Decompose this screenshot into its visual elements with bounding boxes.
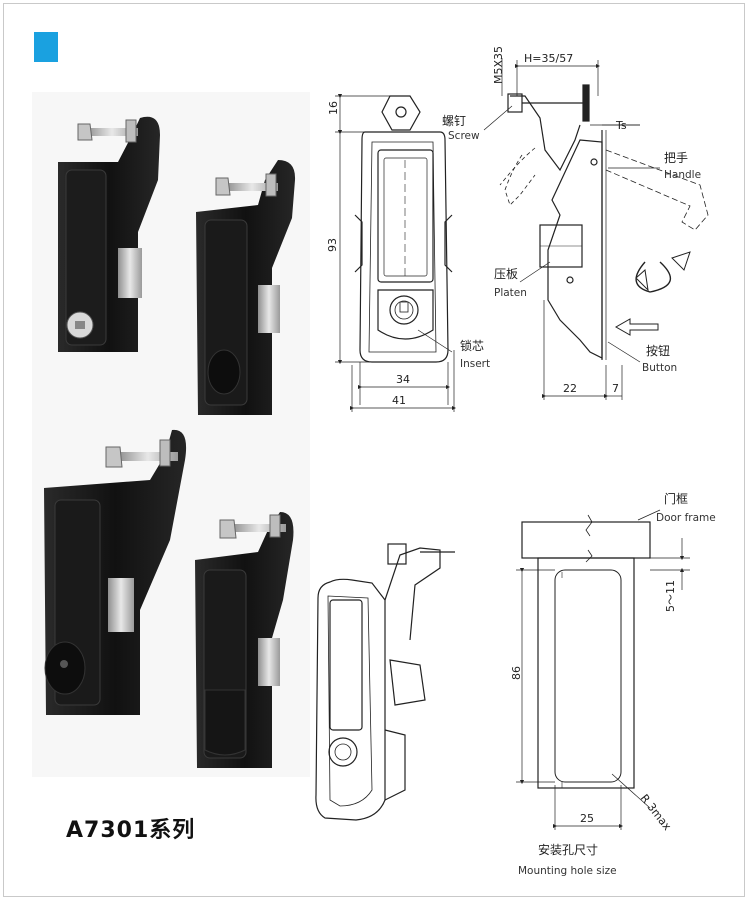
platen-label-en: Platen bbox=[494, 287, 527, 299]
button-label-en: Button bbox=[642, 362, 677, 374]
mounting-hole-dimensions bbox=[516, 509, 690, 830]
front-view-dimensions bbox=[335, 93, 457, 412]
platen-label-cn: 压板 bbox=[494, 267, 518, 281]
push-arrow-icon bbox=[614, 318, 659, 336]
dim-86: 86 bbox=[510, 666, 523, 680]
rotate-arrow-icon bbox=[671, 251, 691, 271]
mounting-hole-drawing bbox=[521, 514, 651, 789]
dim-16: 16 bbox=[327, 101, 340, 115]
handle-label-cn: 把手 bbox=[664, 151, 688, 165]
latch-photo-3 bbox=[44, 429, 187, 715]
latch-photo-4 bbox=[195, 512, 294, 768]
outline-3d-drawing bbox=[315, 543, 455, 821]
accent-square bbox=[34, 32, 58, 62]
front-view-drawing bbox=[354, 95, 453, 363]
radius-label: R 3max bbox=[638, 792, 674, 834]
rotate-arrow-tail-icon bbox=[635, 269, 649, 292]
mounting-caption-en: Mounting hole size bbox=[518, 865, 617, 877]
door-frame-label-cn: 门框 bbox=[664, 491, 688, 506]
series-title: A7301系列 bbox=[66, 818, 196, 843]
image-border bbox=[3, 3, 745, 897]
latch-photo-2 bbox=[196, 160, 296, 415]
insert-label-cn: 锁芯 bbox=[460, 338, 484, 353]
dim-5-11: 5～11 bbox=[664, 580, 677, 612]
dim-22: 22 bbox=[563, 382, 577, 395]
dim-h-35-57: H=35/57 bbox=[524, 52, 573, 65]
button-label-cn: 按钮 bbox=[646, 343, 670, 358]
latch-photo-1 bbox=[58, 116, 160, 352]
handle-label-en: Handle bbox=[664, 169, 701, 181]
side-view-drawing bbox=[499, 84, 709, 360]
dim-25: 25 bbox=[580, 812, 594, 825]
screw-label-cn: 螺钉 bbox=[442, 114, 466, 128]
dim-7: 7 bbox=[612, 382, 619, 395]
dim-93: 93 bbox=[326, 238, 339, 252]
dim-m5x35: M5X35 bbox=[492, 46, 505, 84]
door-frame-label-en: Door frame bbox=[656, 512, 716, 524]
dim-34: 34 bbox=[396, 373, 410, 386]
dim-41: 41 bbox=[392, 394, 406, 407]
mounting-caption-cn: 安装孔尺寸 bbox=[538, 842, 598, 857]
insert-label-en: Insert bbox=[460, 358, 490, 370]
side-view-dimensions bbox=[483, 58, 660, 400]
dim-ts: Ts bbox=[615, 119, 627, 132]
screw-label-en: Screw bbox=[448, 130, 480, 142]
